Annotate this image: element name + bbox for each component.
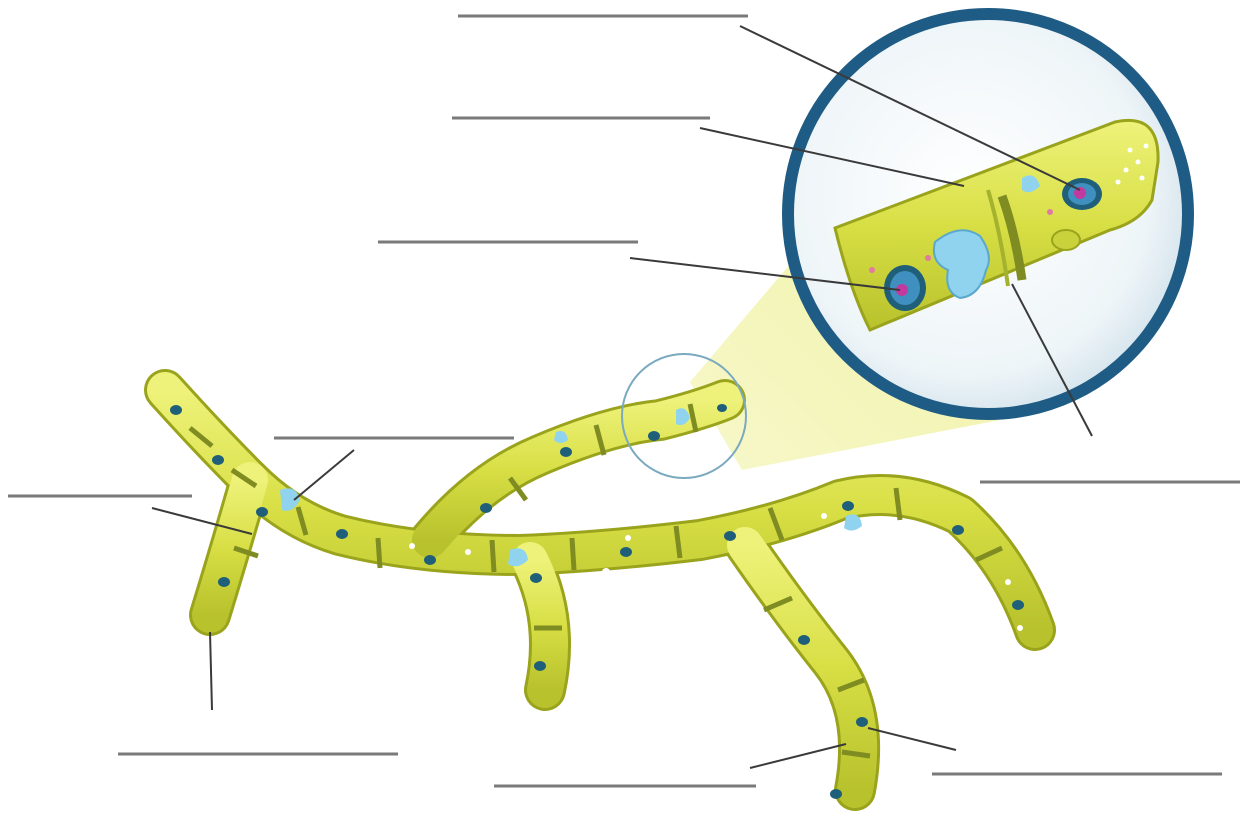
- septa: [190, 404, 1002, 756]
- nuclei: [170, 404, 1024, 799]
- hyphal-network: [165, 390, 1035, 790]
